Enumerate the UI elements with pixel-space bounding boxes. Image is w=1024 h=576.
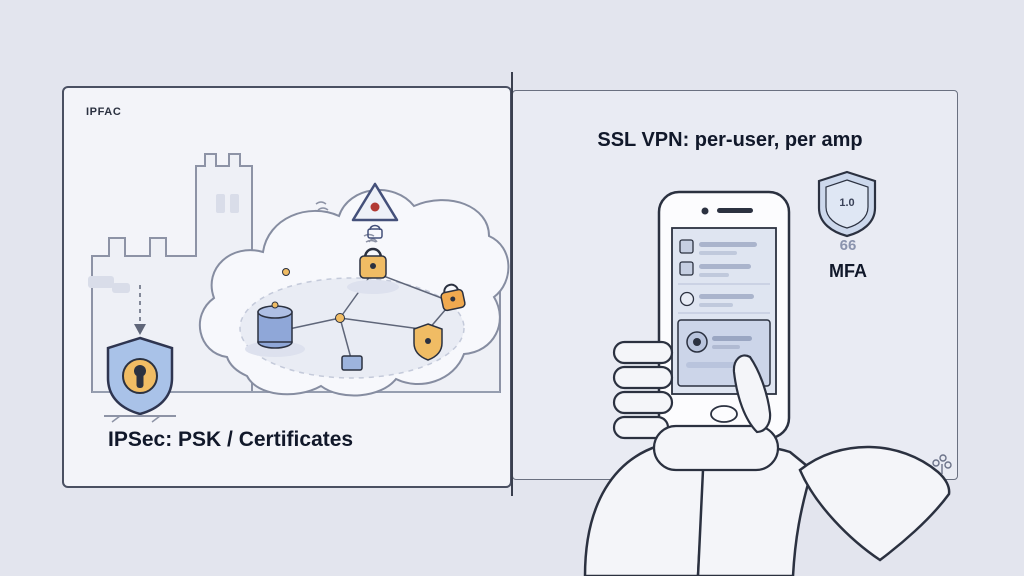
ssl-vpn-title: SSL VPN: per-user, per amp [597,129,863,151]
ipsec-caption: IPSec: PSK / Certificates [108,428,354,451]
panel-corner-label: IPFAC [86,106,122,118]
shield-version-label: 1.0 [839,197,855,209]
mfa-label: MFA [829,261,867,281]
mfa-code-label: 66 [839,237,857,254]
panel-divider [511,72,513,496]
